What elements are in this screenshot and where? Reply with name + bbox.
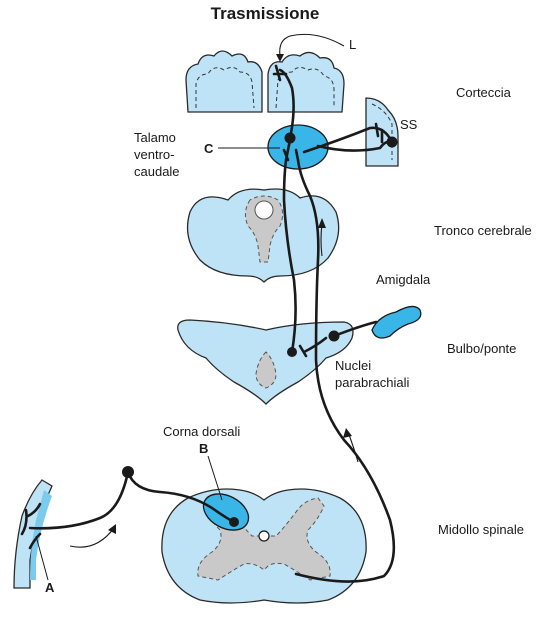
brainstem-section: [186, 188, 340, 283]
label-amigdala: Amigdala: [376, 272, 431, 287]
label-talamo-line1: Talamo: [134, 130, 176, 145]
label-talamo-line3: caudale: [134, 164, 180, 179]
ss-synapse-marks: [374, 122, 384, 144]
free-nerve-endings: [20, 502, 42, 550]
diagram-title: Trasmissione: [211, 4, 320, 23]
medulla-pons-section: [177, 319, 354, 405]
thalamus-synapse-marks: [282, 148, 300, 162]
cortex-synapse-l: [272, 64, 288, 82]
dorsal-root-ganglion-soma: [122, 466, 134, 478]
cortical-ss-neuron-soma: [386, 136, 398, 148]
spinothalamic-tract-fiber: [294, 158, 396, 583]
label-bulbo-ponte: Bulbo/ponte: [447, 341, 516, 356]
label-nuclei-line2: parabrachiali: [335, 375, 410, 390]
label-corna-dorsali: Corna dorsali: [163, 424, 240, 439]
arrow-head-brainstem: [318, 218, 326, 228]
thalamic-neuron-soma: [284, 132, 296, 144]
thalamocortical-fiber-ss-1: [302, 126, 394, 154]
arrow-head-l: [276, 54, 284, 62]
parabrachial-neuron-soma: [287, 347, 297, 357]
primary-afferent-fiber-skin: [28, 470, 130, 530]
skin-segment: [13, 479, 53, 589]
label-midollo-spinale: Midollo spinale: [438, 522, 524, 537]
arrow-head-spinal: [343, 428, 352, 438]
label-corteccia: Corteccia: [456, 85, 512, 100]
spinal-cord-section: [161, 488, 367, 604]
amygdala-projection-soma: [328, 330, 340, 342]
label-talamo-line2: ventro-: [134, 147, 174, 162]
arrow-afferent: [69, 527, 115, 548]
pointer-line-a: [35, 535, 49, 581]
label-b: B: [199, 441, 208, 456]
parabrachial-synapse: [298, 336, 328, 358]
label-a: A: [45, 580, 55, 595]
arrow-head-afferent: [108, 524, 116, 534]
thalamocortical-fiber-limbic: [278, 68, 295, 140]
label-c: C: [204, 141, 214, 156]
cortex-left-hemisphere: [185, 50, 263, 113]
label-l: L: [349, 37, 356, 52]
dorsal-horn-neuron-soma: [229, 517, 239, 527]
arrow-to-cortex-l: [279, 33, 345, 57]
cortex-right-hemisphere: [267, 51, 345, 113]
pointer-line-b: [207, 455, 223, 501]
primary-afferent-fiber-central: [126, 470, 236, 524]
label-ss: SS: [400, 117, 418, 132]
amygdala-nucleus: [371, 305, 422, 339]
label-nuclei-line1: Nuclei: [335, 358, 371, 373]
label-tronco-cerebrale: Tronco cerebrale: [434, 223, 532, 238]
